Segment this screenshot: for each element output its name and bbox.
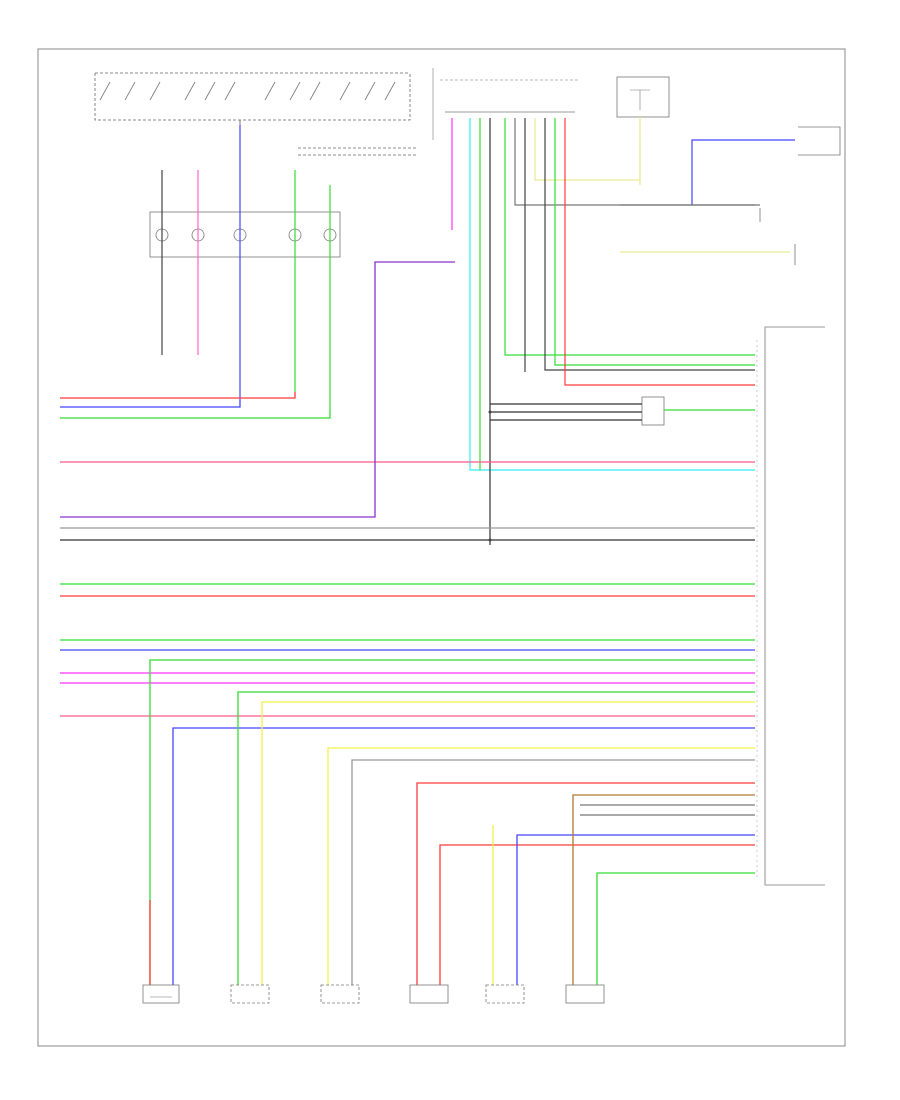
diagram-border [37,48,846,1047]
speaker-1 [142,984,180,1004]
top-center-wires [451,118,755,545]
joint-wires [161,125,331,410]
speaker-feeds [149,659,755,985]
speaker-6 [565,984,605,1004]
speaker-5 [485,984,525,1004]
speaker-2 [230,984,270,1004]
right-module [756,326,825,886]
top-left-switch-assembly [94,72,418,210]
speaker-3 [320,984,360,1004]
top-center-connector [432,68,580,140]
relay [490,396,755,426]
top-right-components [620,126,841,265]
joint-connector [149,211,341,258]
trunk-wires [60,261,755,717]
speaker-4 [409,984,449,1004]
splice-points [488,410,492,542]
top-right-switch [616,76,670,185]
